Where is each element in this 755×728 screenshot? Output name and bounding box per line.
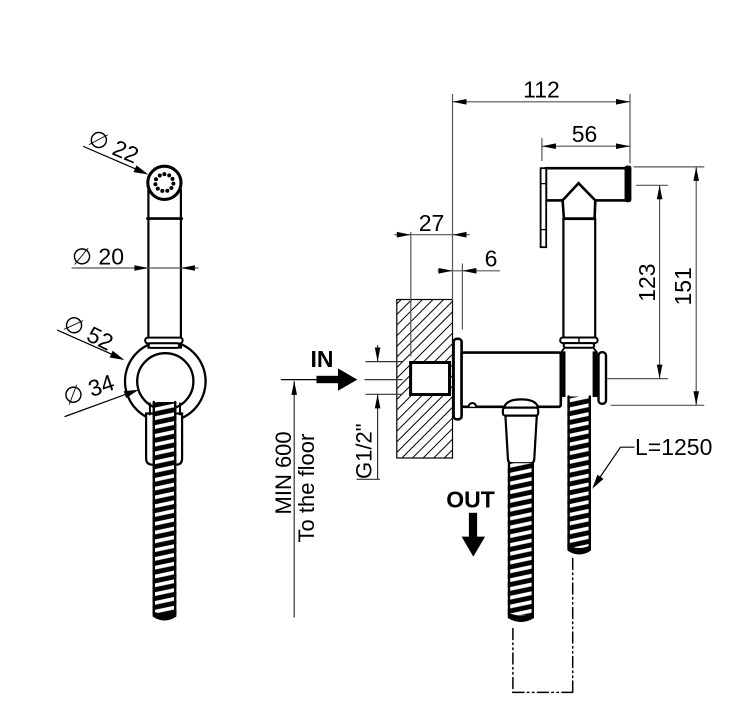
holder-cap-ring (597, 351, 608, 406)
dim-overall-height: 151 (610, 166, 705, 406)
head-cone-side (561, 181, 597, 220)
label-dim-27: 27 (419, 210, 445, 236)
inlet-spigot (409, 361, 452, 396)
outlet-arrow: OUT (446, 487, 495, 557)
label-thread: G1/2" (352, 423, 377, 479)
spray-face-plate (539, 167, 548, 249)
handle-nut-ring-side (562, 342, 596, 349)
dim-head-to-valve: 123 (607, 184, 669, 380)
label-dia-handle: ∅ 20 (72, 244, 124, 270)
valve-screw (467, 402, 478, 408)
label-hose-length: L=1250 (635, 434, 712, 460)
inlet-ticks (364, 361, 403, 395)
handle-tube-side (562, 217, 597, 340)
dim-handle-diameter: ∅ 20 (71, 244, 199, 271)
label-in: IN (311, 346, 334, 372)
dim-head-width: 56 (541, 121, 631, 162)
side-view: IN OUT 112 56 (271, 77, 712, 694)
leader-hose-length: L=1250 (589, 434, 712, 491)
valve-body (460, 351, 563, 409)
dim-overall-width: 112 (451, 77, 631, 301)
out-connector (501, 398, 540, 465)
label-min-600: MIN 600 (271, 431, 296, 514)
label-dim-56: 56 (572, 121, 598, 147)
label-dim-112: 112 (523, 77, 560, 103)
dim-min-height: MIN 600 To the floor (271, 380, 319, 618)
hose-front (152, 400, 177, 621)
holder-cup (560, 346, 598, 397)
label-to-the-floor: To the floor (294, 434, 319, 543)
head-end-cap (624, 165, 632, 203)
holder-ring-inner (136, 352, 195, 411)
front-view: ∅ 20 ∅ 22 ∅ 52 ∅ 34 (56, 124, 207, 621)
out-hose (507, 462, 534, 622)
shower-head-front (146, 164, 183, 201)
label-dim-151: 151 (670, 267, 696, 305)
handle-nut-ring-front (147, 342, 181, 349)
handle-tube-front (147, 188, 182, 349)
label-dim-6: 6 (485, 246, 498, 272)
shower-head-side (539, 165, 632, 249)
hose-continuation-lines (512, 557, 574, 694)
label-dim-123: 123 (634, 263, 660, 301)
shower-hose-side (567, 395, 591, 555)
label-out: OUT (446, 487, 495, 513)
dim-recess-depth: 27 (394, 210, 470, 357)
dim-thread: G1/2" (352, 344, 381, 480)
inlet-arrow: IN (280, 346, 358, 391)
dim-flange-offset: 6 (437, 246, 501, 330)
spray-nozzles (153, 172, 176, 193)
